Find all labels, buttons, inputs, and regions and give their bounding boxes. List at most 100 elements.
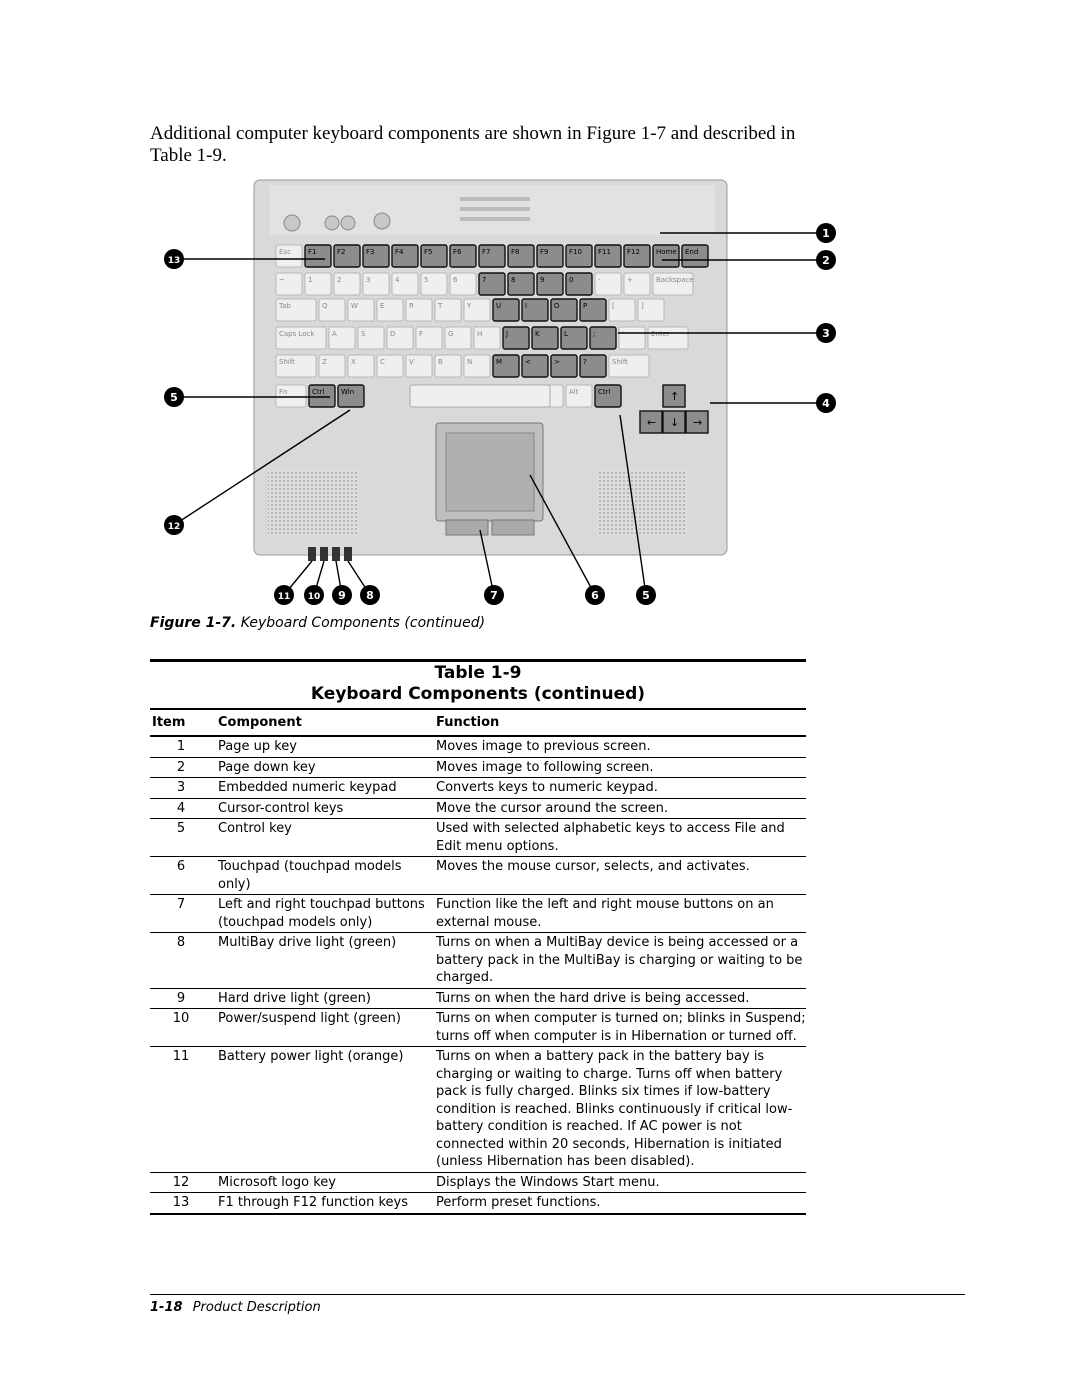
key-label: Ctrl bbox=[598, 388, 611, 396]
component-cell: Microsoft logo key bbox=[218, 1172, 436, 1193]
key: < bbox=[521, 354, 549, 378]
key: Y bbox=[463, 298, 491, 322]
key-label: T bbox=[437, 302, 443, 310]
function-cell: Turns on when a MultiBay device is being… bbox=[436, 932, 806, 989]
component-cell: Embedded numeric keypad bbox=[218, 777, 436, 799]
key: ] bbox=[637, 298, 665, 322]
intro-paragraph: Additional computer keyboard components … bbox=[150, 123, 796, 166]
key: Home bbox=[652, 244, 680, 268]
left-speaker-grille bbox=[268, 470, 358, 535]
callout-number: 12 bbox=[168, 522, 181, 532]
callout-number: 5 bbox=[170, 391, 178, 404]
callout-number: 13 bbox=[168, 256, 181, 266]
key: Shift bbox=[608, 354, 650, 378]
key-label: 7 bbox=[482, 276, 486, 284]
component-cell: Power/suspend light (green) bbox=[218, 1008, 436, 1047]
key-label: F2 bbox=[337, 248, 345, 256]
key-label: Alt bbox=[569, 388, 579, 396]
key: P bbox=[579, 298, 607, 322]
key: ? bbox=[579, 354, 607, 378]
key: Q bbox=[318, 298, 346, 322]
key: ~ bbox=[275, 272, 303, 296]
key: N bbox=[463, 354, 491, 378]
component-cell: Left and right touchpad buttons (touchpa… bbox=[218, 894, 436, 933]
function-cell: Moves image to following screen. bbox=[436, 757, 806, 778]
key-label: - bbox=[598, 276, 601, 284]
key-label: C bbox=[380, 358, 385, 366]
callout-number: 5 bbox=[642, 589, 650, 602]
callout-marker: 13 bbox=[164, 249, 184, 269]
key-label: + bbox=[627, 276, 633, 284]
key: 4 bbox=[391, 272, 419, 296]
key-label: Ctrl bbox=[312, 388, 325, 396]
item-cell: 7 bbox=[150, 894, 218, 933]
component-cell: Control key bbox=[218, 818, 436, 857]
callout-number: 3 bbox=[822, 327, 830, 340]
callout-marker: 9 bbox=[332, 585, 352, 605]
key: > bbox=[550, 354, 578, 378]
callout-number: 4 bbox=[822, 397, 830, 410]
key-label: ] bbox=[641, 302, 644, 310]
key: F7 bbox=[478, 244, 506, 268]
header-component: Component bbox=[218, 708, 436, 737]
key-label: 2 bbox=[337, 276, 341, 284]
spacebar bbox=[409, 384, 551, 408]
key-label: F bbox=[419, 330, 423, 338]
key-label: 8 bbox=[511, 276, 515, 284]
key-label: M bbox=[496, 358, 502, 366]
function-cell: Turns on when computer is turned on; bli… bbox=[436, 1008, 806, 1047]
key: G bbox=[444, 326, 472, 350]
key-label: 5 bbox=[424, 276, 428, 284]
component-cell: Battery power light (orange) bbox=[218, 1046, 436, 1173]
key: F12 bbox=[623, 244, 651, 268]
key-label: Backspace bbox=[656, 276, 694, 284]
arrow-key: ← bbox=[639, 410, 663, 434]
item-cell: 6 bbox=[150, 856, 218, 895]
key-label: Y bbox=[466, 302, 472, 310]
function-cell: Displays the Windows Start menu. bbox=[436, 1172, 806, 1193]
key-label: F9 bbox=[540, 248, 548, 256]
component-cell: Cursor-control keys bbox=[218, 798, 436, 819]
key: ; bbox=[589, 326, 617, 350]
key: F9 bbox=[536, 244, 564, 268]
key-label: P bbox=[583, 302, 587, 310]
key-label: A bbox=[332, 330, 337, 338]
callout-marker: 3 bbox=[816, 323, 836, 343]
key-label: 0 bbox=[569, 276, 573, 284]
arrow-key: ↑ bbox=[662, 384, 686, 408]
touchpad-left-button bbox=[445, 519, 489, 536]
callout-marker: 2 bbox=[816, 250, 836, 270]
key-label: G bbox=[448, 330, 453, 338]
function-cell: Moves the mouse cursor, selects, and act… bbox=[436, 856, 806, 895]
key: F1 bbox=[304, 244, 332, 268]
key-label: F10 bbox=[569, 248, 582, 256]
key: U bbox=[492, 298, 520, 322]
key: - bbox=[594, 272, 622, 296]
callout-marker: 12 bbox=[164, 515, 184, 535]
key-label: U bbox=[496, 302, 501, 310]
key: F4 bbox=[391, 244, 419, 268]
key: 5 bbox=[420, 272, 448, 296]
key-label: End bbox=[685, 248, 698, 256]
function-cell: Turns on when the hard drive is being ac… bbox=[436, 988, 806, 1009]
key-label: B bbox=[438, 358, 443, 366]
key: S bbox=[357, 326, 385, 350]
key-label: ; bbox=[593, 330, 595, 338]
callout-marker: 5 bbox=[636, 585, 656, 605]
key: Alt bbox=[565, 384, 593, 408]
key: M bbox=[492, 354, 520, 378]
callout-leader bbox=[619, 414, 647, 596]
multibay-light bbox=[344, 547, 352, 561]
key-label: ' bbox=[622, 330, 624, 338]
key-label: X bbox=[351, 358, 356, 366]
